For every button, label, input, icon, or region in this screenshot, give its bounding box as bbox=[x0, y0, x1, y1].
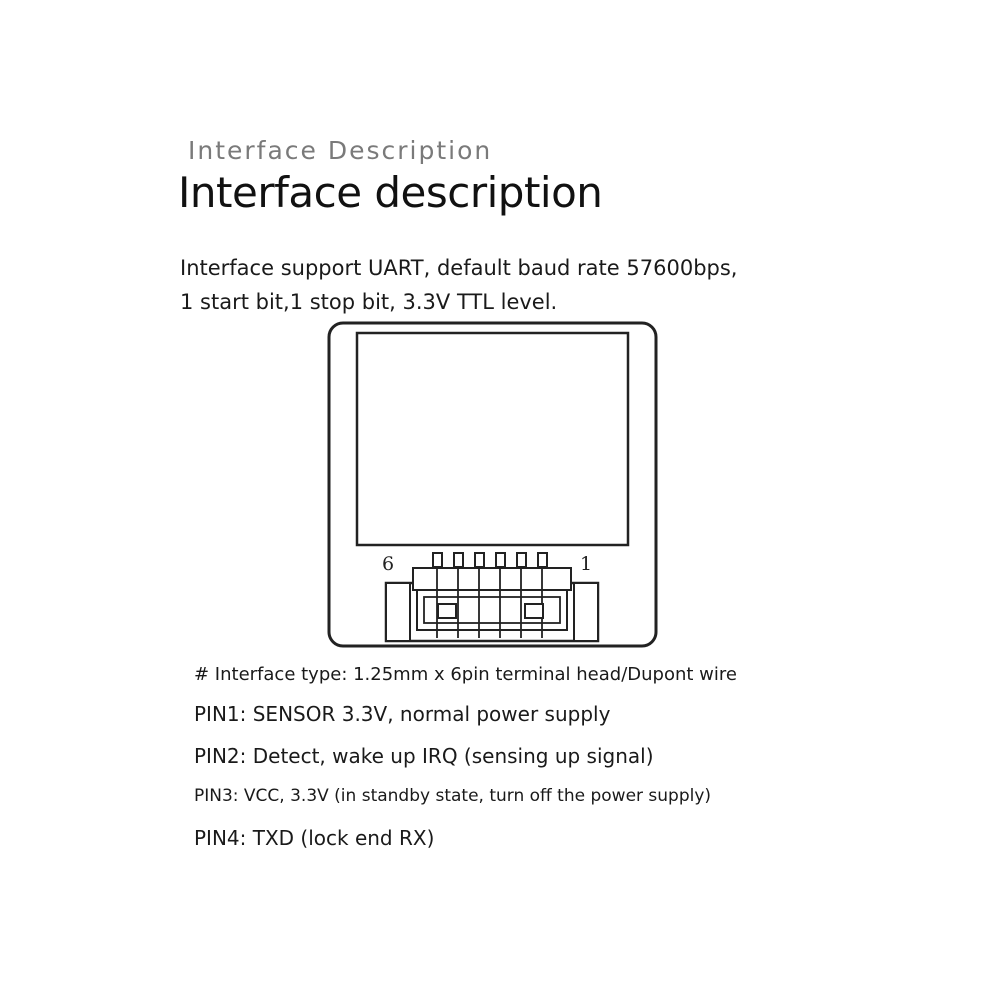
subheading: Interface Description bbox=[188, 136, 493, 165]
module-diagram: 6 1 bbox=[327, 321, 658, 648]
description-line-1: Interface support UART, default baud rat… bbox=[180, 256, 738, 280]
pin1-description: PIN1: SENSOR 3.3V, normal power supply bbox=[194, 702, 611, 726]
pin-leads bbox=[436, 567, 543, 638]
pin3-description: PIN3: VCC, 3.3V (in standby state, turn … bbox=[194, 786, 712, 806]
latch-tabs bbox=[437, 603, 544, 619]
interface-type: # Interface type: 1.25mm x 6pin terminal… bbox=[194, 664, 737, 685]
description-line-2: 1 start bit,1 stop bit, 3.3V TTL level. bbox=[180, 290, 558, 314]
connector-housing bbox=[384, 567, 600, 643]
pin-label-6: 6 bbox=[382, 553, 394, 575]
sensor-window bbox=[355, 331, 630, 547]
pin4-description: PIN4: TXD (lock end RX) bbox=[194, 826, 435, 850]
pin2-description: PIN2: Detect, wake up IRQ (sensing up si… bbox=[194, 744, 654, 768]
page-title: Interface description bbox=[178, 168, 603, 217]
pin-label-1: 1 bbox=[580, 553, 592, 575]
